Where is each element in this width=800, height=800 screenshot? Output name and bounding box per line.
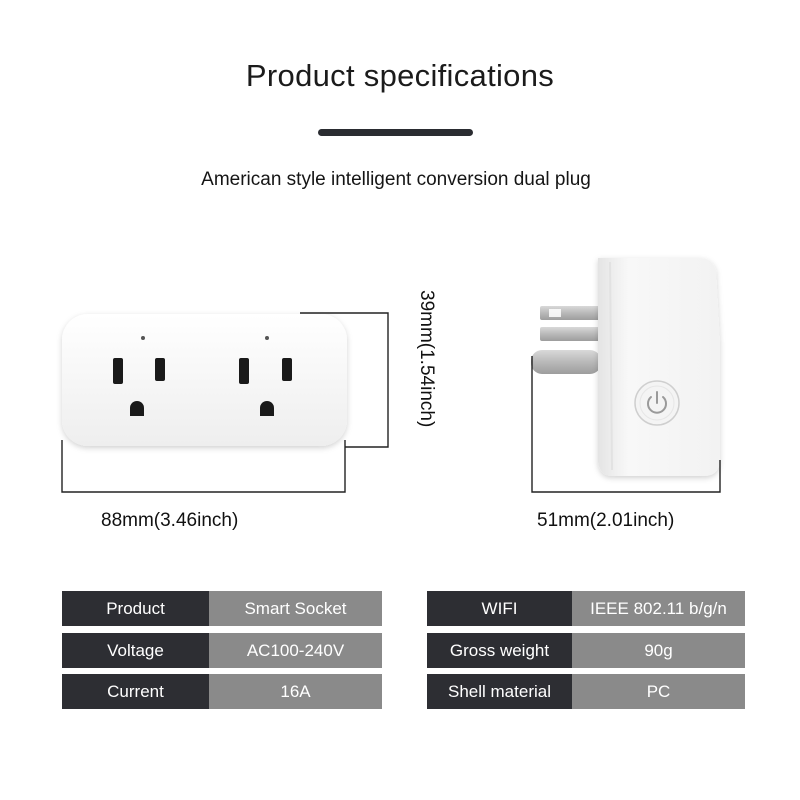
front-view-socket	[62, 314, 347, 446]
width-dimension-label: 88mm(3.46inch)	[101, 510, 239, 531]
title-underline	[318, 129, 473, 136]
spec-row-current: Current 16A	[62, 674, 382, 709]
spec-label: Current	[62, 674, 209, 709]
spec-row-wifi: WIFI IEEE 802.11 b/g/n	[427, 591, 745, 626]
spec-value: Smart Socket	[209, 591, 382, 626]
depth-dimension-label: 51mm(2.01inch)	[537, 510, 675, 531]
spec-label: Shell material	[427, 674, 572, 709]
spec-label: WIFI	[427, 591, 572, 626]
page-title: Product specifications	[245, 58, 555, 93]
page-subtitle: American style intelligent conversion du…	[201, 169, 591, 190]
spec-value: 90g	[572, 633, 745, 668]
spec-value: 16A	[209, 674, 382, 709]
spec-row-voltage: Voltage AC100-240V	[62, 633, 382, 668]
spec-label: Product	[62, 591, 209, 626]
outlet-right	[239, 336, 292, 416]
power-icon	[634, 380, 680, 426]
height-dimension-label: 39mm(1.54inch)	[416, 290, 437, 428]
spec-row-shell-material: Shell material PC	[427, 674, 745, 709]
spec-value: IEEE 802.11 b/g/n	[572, 591, 745, 626]
side-view-socket	[531, 258, 720, 476]
front-dimension-lines	[61, 312, 389, 493]
outlet-left	[113, 336, 165, 416]
spec-row-product: Product Smart Socket	[62, 591, 382, 626]
spec-row-gross-weight: Gross weight 90g	[427, 633, 745, 668]
spec-value: AC100-240V	[209, 633, 382, 668]
spec-value: PC	[572, 674, 745, 709]
spec-label: Voltage	[62, 633, 209, 668]
spec-label: Gross weight	[427, 633, 572, 668]
side-dimension-lines	[531, 356, 721, 493]
